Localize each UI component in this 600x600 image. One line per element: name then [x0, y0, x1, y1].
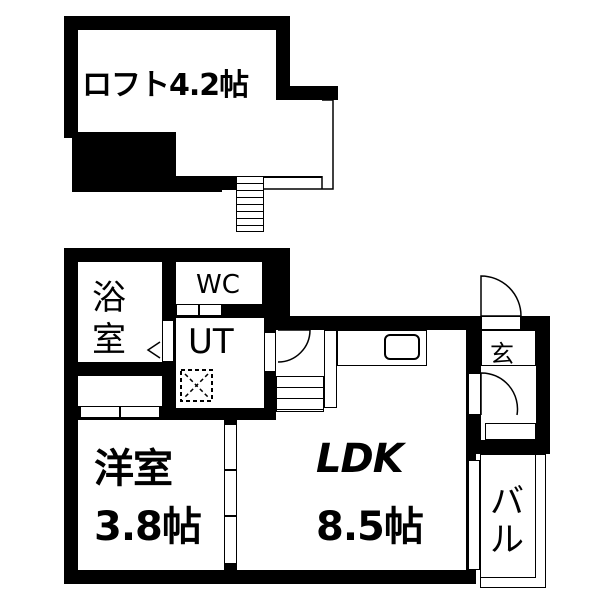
bath-label-2: 室: [92, 320, 126, 360]
western-room-sliding-door-3: [224, 516, 237, 564]
ldk-room-lower: [237, 420, 466, 570]
ldk-stairs: [276, 376, 324, 412]
ldk-label-2: 8.5帖: [316, 504, 424, 550]
ldk-label-1: LDK: [316, 436, 404, 482]
balcony-label-2: ル: [490, 520, 524, 560]
western-room-sliding-door-2: [224, 470, 237, 516]
bath-room: [78, 262, 162, 362]
utility-door: [264, 332, 276, 372]
shoe-cabinet: [485, 423, 536, 440]
bath-door: [162, 320, 174, 362]
washer-space-icon: [180, 369, 213, 402]
utility-room: [176, 318, 264, 408]
bath-label-1: 浴: [92, 278, 126, 318]
kitchen-sink-icon: [384, 334, 420, 360]
entrance-door-threshold: [481, 316, 521, 330]
toilet-room: [176, 262, 262, 304]
closet-door-left: [80, 406, 120, 418]
ldk-rail: [324, 330, 337, 408]
toilet-door-right: [199, 304, 222, 316]
toilet-label: WC: [196, 270, 240, 300]
entrance-step: [481, 330, 536, 366]
western-room: [78, 420, 224, 570]
loft-wall-bottom: [162, 176, 238, 190]
entrance-inner-door-swing: [480, 372, 519, 416]
entrance-label: 玄: [490, 340, 514, 368]
balcony-inner: [480, 454, 536, 578]
balcony-window: [468, 460, 480, 570]
western-room-label-1: 洋室: [94, 446, 173, 492]
loft-ladder: [236, 176, 264, 232]
closet-storage: [78, 376, 162, 406]
loft-label: ロフト4.2帖: [82, 68, 249, 103]
utility-label: UT: [188, 322, 234, 362]
western-room-sliding-door-1: [224, 424, 237, 470]
balcony-label-1: バ: [490, 482, 524, 522]
western-room-label-2: 3.8帖: [94, 504, 202, 550]
toilet-door-left: [176, 304, 199, 316]
closet-door-right: [120, 406, 160, 418]
ldk-door-swing: [277, 329, 311, 363]
entrance-inner-door-jamb: [468, 373, 481, 415]
bath-door-arrow-icon: [146, 341, 161, 359]
entrance-front-door-swing: [480, 275, 522, 317]
